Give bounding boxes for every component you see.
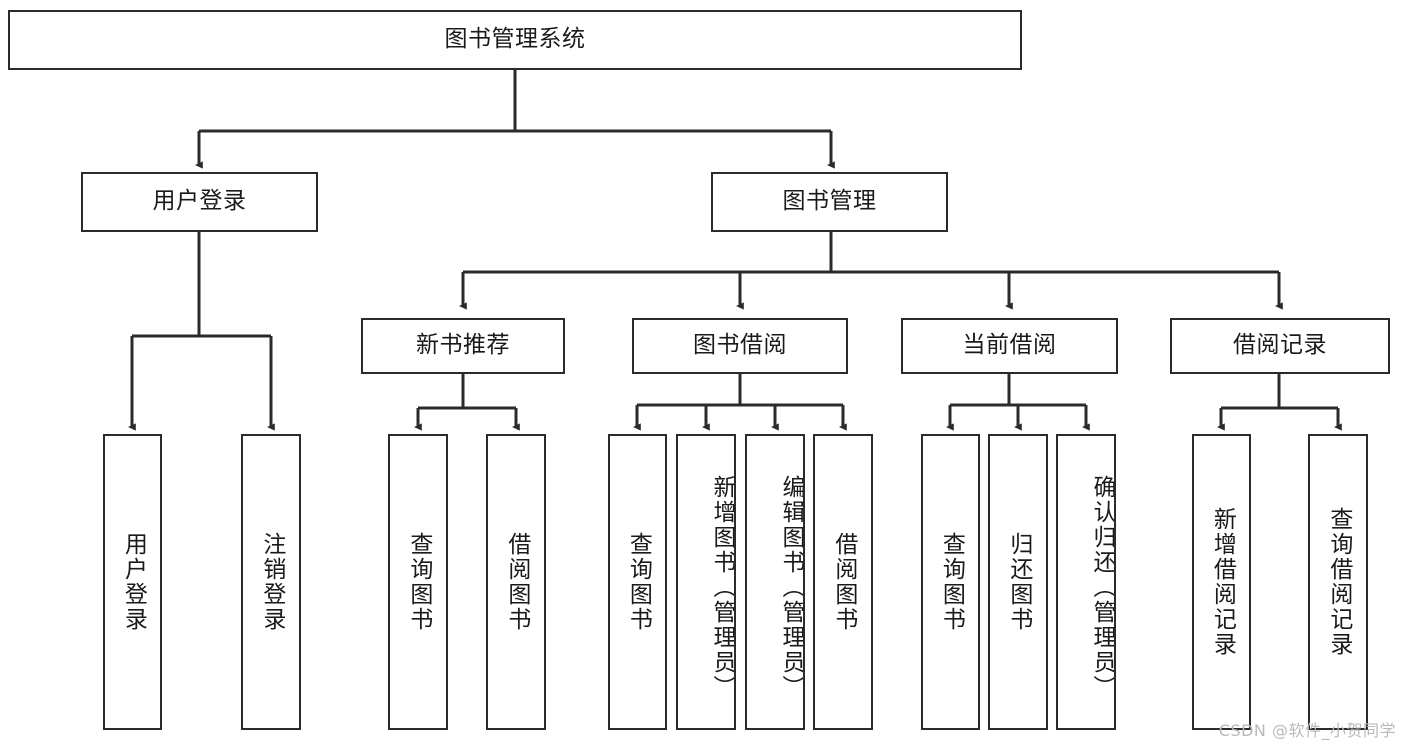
node-label: 查询借阅记录 — [1325, 507, 1352, 657]
node-label: 编辑图书（管理员） — [778, 474, 804, 700]
node-new-book-recommend[interactable]: 新书推荐 — [361, 318, 565, 374]
node-leaf-query-book-current[interactable]: 查询图书 — [921, 434, 980, 730]
node-label: 图书借阅 — [693, 332, 787, 359]
node-leaf-confirm-return-admin[interactable]: 确认归还（管理员） — [1056, 434, 1116, 730]
node-label: 借阅图书 — [830, 532, 857, 632]
node-label: 归还图书 — [1005, 532, 1032, 632]
node-label: 新书推荐 — [416, 332, 510, 359]
node-current-borrow[interactable]: 当前借阅 — [901, 318, 1118, 374]
node-leaf-logout[interactable]: 注销登录 — [241, 434, 301, 730]
node-root-book-management-system[interactable]: 图书管理系统 — [8, 10, 1022, 70]
node-label: 查询图书 — [625, 532, 652, 632]
node-leaf-add-book-admin[interactable]: 新增图书（管理员） — [676, 434, 736, 730]
node-label: 查询图书 — [405, 532, 432, 632]
node-leaf-add-borrow-record[interactable]: 新增借阅记录 — [1192, 434, 1251, 730]
node-label: 当前借阅 — [962, 332, 1057, 359]
node-label: 图书管理系统 — [444, 26, 586, 53]
node-label: 查询图书 — [938, 532, 965, 632]
node-leaf-user-login[interactable]: 用户登录 — [103, 434, 162, 730]
node-leaf-borrow-book-recommend[interactable]: 借阅图书 — [486, 434, 546, 730]
node-label: 新增图书（管理员） — [709, 474, 735, 700]
node-label: 用户登录 — [152, 188, 247, 215]
node-label: 借阅图书 — [503, 532, 530, 632]
node-book-borrow[interactable]: 图书借阅 — [632, 318, 848, 374]
node-user-login[interactable]: 用户登录 — [81, 172, 318, 232]
node-borrow-records[interactable]: 借阅记录 — [1170, 318, 1390, 374]
node-leaf-edit-book-admin[interactable]: 编辑图书（管理员） — [745, 434, 805, 730]
node-book-management[interactable]: 图书管理 — [711, 172, 948, 232]
node-label: 确认归还（管理员） — [1089, 474, 1115, 700]
node-leaf-borrow-book[interactable]: 借阅图书 — [813, 434, 873, 730]
node-leaf-query-book-recommend[interactable]: 查询图书 — [388, 434, 448, 730]
node-label: 用户登录 — [120, 532, 147, 632]
node-label: 借阅记录 — [1233, 332, 1327, 359]
node-label: 注销登录 — [258, 532, 285, 632]
node-leaf-query-book-borrow[interactable]: 查询图书 — [608, 434, 667, 730]
node-leaf-return-book[interactable]: 归还图书 — [988, 434, 1048, 730]
node-label: 新增借阅记录 — [1209, 507, 1236, 657]
node-label: 图书管理 — [782, 188, 877, 215]
node-leaf-query-borrow-record[interactable]: 查询借阅记录 — [1308, 434, 1368, 730]
watermark-text: CSDN @软件_小贺同学 — [1218, 721, 1396, 740]
